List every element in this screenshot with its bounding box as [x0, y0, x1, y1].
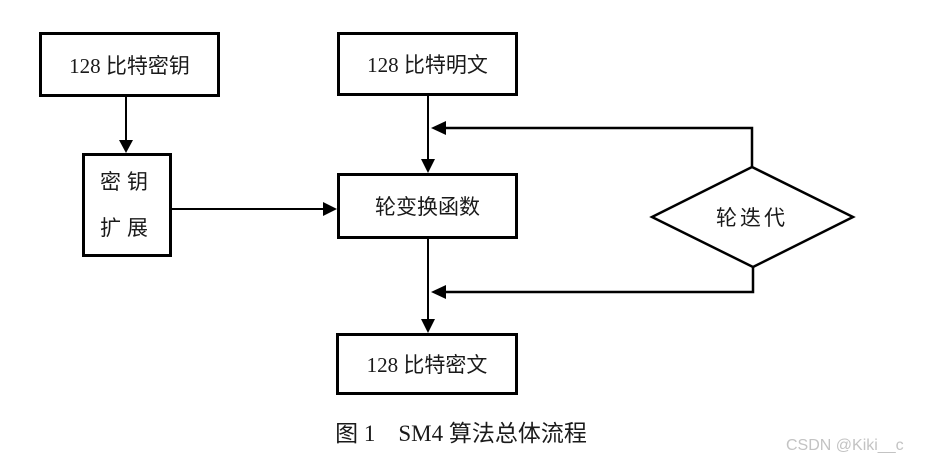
arrowhead-down-ciphertext-icon	[421, 319, 435, 333]
arrowhead-right-roundfunction-icon	[323, 202, 337, 216]
arrowhead-left-bottom-icon	[431, 285, 446, 299]
node-128bit-plaintext: 128 比特明文	[337, 32, 518, 96]
node-round-iteration-label: 轮迭代	[716, 206, 788, 230]
arrowhead-left-top-icon	[431, 121, 446, 135]
figure-caption: 图 1 SM4 算法总体流程	[335, 421, 587, 446]
node-round-function: 轮变换函数	[337, 173, 518, 239]
node-key-expansion-label: 密钥 扩展	[100, 159, 154, 251]
node-round-function-label: 轮变换函数	[375, 195, 480, 219]
node-key-expansion: 密钥 扩展	[82, 153, 172, 257]
node-128bit-key-label: 128 比特密钥	[69, 53, 190, 78]
arrowhead-down-keyexpansion-icon	[119, 140, 133, 153]
feedback-line-bottom	[446, 267, 755, 294]
key-expansion-line2: 扩展	[100, 216, 154, 240]
csdn-watermark: CSDN @Kiki__c	[786, 437, 904, 454]
node-128bit-ciphertext: 128 比特密文	[336, 333, 518, 395]
node-128bit-plaintext-label: 128 比特明文	[367, 53, 488, 77]
arrowhead-down-roundfunction-icon	[421, 159, 435, 173]
round-iteration-diamond	[649, 165, 856, 269]
node-128bit-ciphertext-label: 128 比特密文	[366, 353, 488, 377]
node-round-iteration: 轮迭代	[672, 203, 832, 231]
feedback-line-top	[446, 126, 754, 167]
node-128bit-key: 128 比特密钥	[39, 32, 220, 97]
key-expansion-line1: 密钥	[100, 170, 154, 194]
